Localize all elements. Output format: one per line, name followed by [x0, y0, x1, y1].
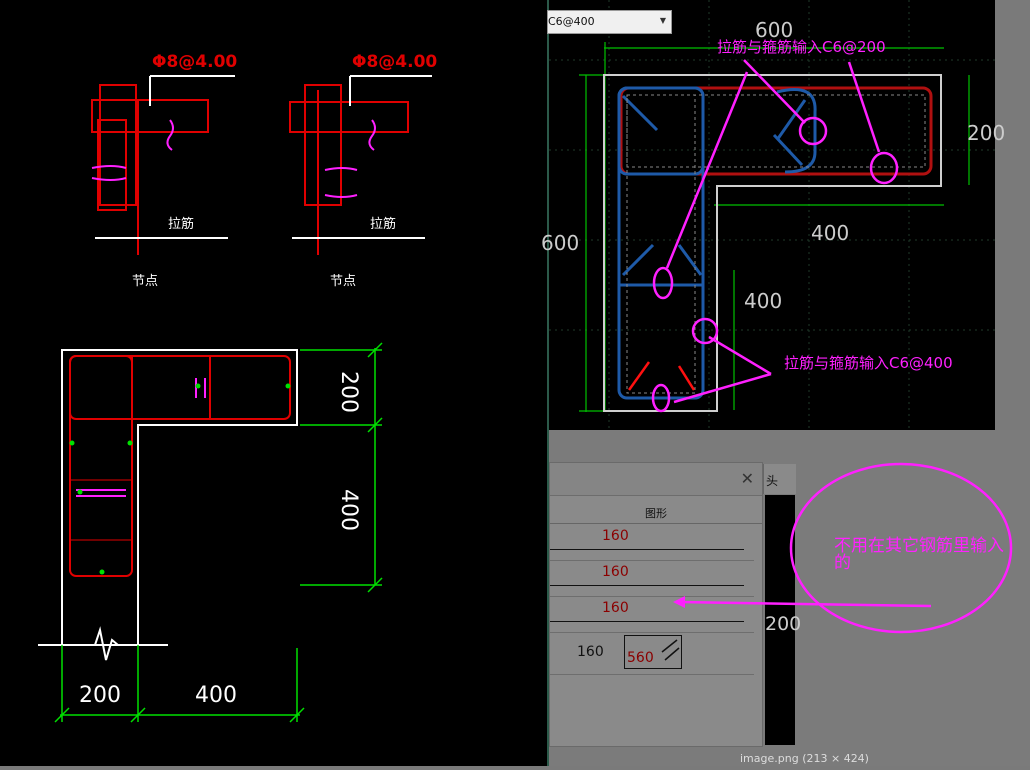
table-row[interactable]: 160: [550, 560, 754, 597]
right-cad-view[interactable]: 600 200 400 400 600 拉筋与箍筋输入C6@200 拉筋与箍筋输…: [541, 0, 1005, 430]
side-dim-200: 200: [765, 613, 802, 635]
dim-400-right: 400: [336, 489, 361, 531]
row-value: 160: [577, 644, 604, 660]
bubble-note: 不用在其它钢筋里输入的: [834, 536, 1004, 573]
side-tab[interactable]: 头: [763, 464, 796, 494]
image-status: image.png (213 × 424): [740, 752, 869, 765]
dim-600-top: 600: [755, 18, 793, 42]
table-row[interactable]: 160: [550, 596, 754, 633]
annotation-bottom: 拉筋与箍筋输入C6@400: [784, 354, 953, 372]
sublabel-right: 拉筋: [370, 216, 396, 232]
annotation-overlay: [673, 462, 1013, 634]
table-row[interactable]: 160 560: [550, 632, 754, 675]
bar-shape: [550, 621, 744, 622]
dim-200-bottom: 200: [79, 683, 121, 708]
annotation-top: 拉筋与箍筋输入C6@200: [717, 38, 886, 56]
dialog-header: ✕: [550, 463, 762, 496]
rebar-dialog: ✕ 图形 160 160 160 160 560: [549, 462, 763, 747]
dim-400-inner: 400: [744, 289, 782, 313]
row-value: 160: [602, 528, 629, 544]
column-header-shape: 图形: [550, 505, 762, 524]
chevron-down-icon[interactable]: ▼: [659, 16, 666, 25]
caption-left: 节点: [132, 274, 158, 289]
label-top-left: Φ8@4.00: [152, 52, 237, 72]
shape-value: 560: [627, 650, 654, 666]
dims-right: [300, 342, 383, 593]
caption-right: 节点: [330, 274, 356, 289]
spacing-dropdown[interactable]: C6@400 ▼: [547, 10, 672, 34]
bar-shape: [550, 549, 744, 550]
table-row[interactable]: 160: [550, 524, 754, 561]
dim-400-mid: 400: [811, 221, 849, 245]
left-cad-panel: Φ8@4.00 拉筋 节点 Φ8@4.00 拉筋 节点: [0, 0, 549, 766]
bar-shape: [550, 585, 744, 586]
dim-400-bottom: 400: [195, 683, 237, 708]
left-cad-drawing: Φ8@4.00 拉筋 节点 Φ8@4.00 拉筋 节点: [38, 52, 437, 723]
dims-bottom: [54, 645, 305, 723]
side-tab-label: 头: [766, 474, 779, 488]
detail-left: [91, 75, 235, 255]
l-section: [38, 349, 298, 661]
row-value: 160: [602, 564, 629, 580]
side-cad-strip: 200: [765, 495, 801, 745]
dim-200-top: 200: [336, 371, 361, 413]
label-top-right: Φ8@4.00: [352, 52, 437, 72]
dim-200-right: 200: [967, 121, 1005, 145]
close-icon[interactable]: ✕: [740, 469, 754, 488]
hook-shape: 560: [624, 635, 682, 669]
right-cad-drawing: 600 200 400 400 600 拉筋与箍筋输入C6@200 拉筋与箍筋输…: [541, 0, 1005, 430]
dropdown-value: C6@400: [548, 15, 595, 28]
detail-right: [289, 75, 432, 255]
dim-600-left: 600: [541, 231, 579, 255]
row-value: 160: [602, 600, 629, 616]
sublabel-left: 拉筋: [168, 216, 194, 232]
